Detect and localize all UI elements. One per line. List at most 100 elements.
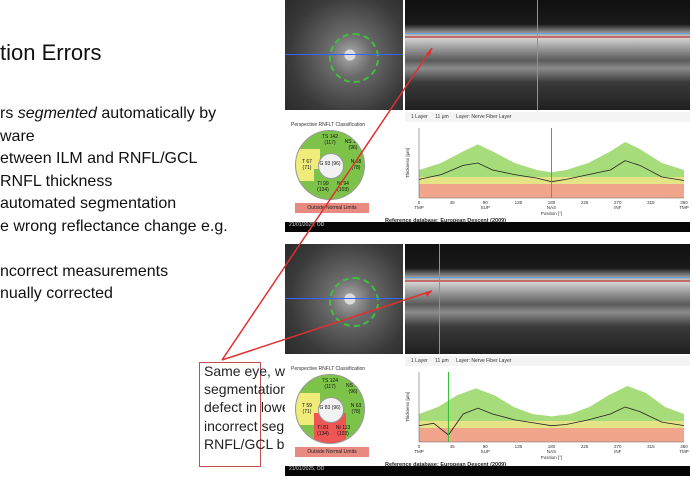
sector-value-ni: NI 113 (103) — [335, 425, 351, 437]
ilm-line — [405, 277, 690, 278]
x-tick-label: 135 — [515, 200, 523, 205]
x-tick-label: 180 — [548, 200, 556, 205]
footer-date: 21/01/2025, OD — [289, 222, 325, 228]
abnormal-band — [419, 428, 684, 442]
sector-value-ts: TS 124 (117) — [321, 378, 339, 390]
bullet-line: nually corrected — [0, 285, 113, 302]
sector-value-g: G 93 (96) — [319, 161, 341, 167]
x-tick-label: TMP — [679, 205, 689, 210]
fundus-image — [285, 244, 403, 354]
x-tick-label: 360 — [680, 444, 688, 449]
y-axis-label: Thickness [μm] — [405, 148, 410, 178]
x-tick-label: INF — [614, 449, 622, 454]
bscan-image — [405, 244, 690, 354]
x-tick-label: TMP — [679, 449, 689, 454]
x-tick-label: 0 — [418, 444, 421, 449]
slide-title: tion Errors — [0, 40, 102, 65]
sector-value-ti: TI 81 (134) — [317, 425, 329, 437]
classification-label: Perspective RNFLT Classification — [291, 122, 366, 128]
sector-value-g: G 83 (96) — [319, 405, 341, 411]
footer-bar: 21/01/2025, OD — [285, 222, 690, 232]
sector-value-ti: TI 99 (134) — [317, 181, 329, 193]
scan-line — [285, 298, 403, 299]
x-tick-label: 315 — [647, 444, 655, 449]
x-tick-label: 0 — [418, 200, 421, 205]
x-tick-label: INF — [614, 205, 622, 210]
sector-chart: TS 124 (117) NS 98 (96) T 59 (71) N 63 (… — [295, 374, 365, 444]
x-tick-label: 45 — [450, 444, 456, 449]
sector-global — [318, 397, 344, 423]
footer-bar: 21/01/2025, OD — [285, 466, 690, 476]
bullet-line: etween ILM and RNFL/GCL — [0, 150, 198, 167]
layer-count[interactable]: 1 Layer — [411, 114, 428, 120]
sector-value-t: T 67 (71) — [302, 159, 312, 171]
bscan-image — [405, 0, 690, 110]
sector-value-t: T 59 (71) — [302, 403, 312, 415]
layer-select[interactable]: Layer: Nerve Fiber Layer — [456, 358, 512, 364]
arrow-lower — [221, 290, 433, 361]
arrow-upper — [221, 47, 433, 361]
position-marker[interactable] — [537, 0, 538, 110]
fundus-image — [285, 0, 403, 110]
rnfl-line — [405, 280, 690, 282]
scale-value[interactable]: 11 μm — [435, 358, 449, 364]
sector-global — [318, 153, 344, 179]
bullet-line: rs segmented automatically by — [0, 105, 217, 122]
footer-date: 21/01/2025, OD — [289, 466, 325, 472]
scale-value[interactable]: 11 μm — [435, 114, 449, 120]
bullet-line: ncorrect measurements — [0, 262, 169, 280]
x-axis-label: Position [°] — [541, 211, 563, 216]
layer-select[interactable]: Layer: Nerve Fiber Layer — [456, 114, 512, 120]
x-tick-label: SUP — [481, 205, 490, 210]
x-tick-label: NAS — [547, 449, 556, 454]
x-tick-label: 270 — [614, 444, 622, 449]
arrowhead-upper — [426, 48, 432, 56]
oct-panel-lower: 1 Layer 11 μm Layer: Nerve Fiber Layer P… — [285, 244, 690, 486]
bullet-line: RNFL thickness — [0, 172, 113, 190]
thickness-line — [418, 406, 685, 436]
scan-circle — [329, 33, 379, 83]
oct-panel-upper: 1 Layer 11 μm Layer: Nerve Fiber Layer P… — [285, 0, 690, 240]
arrowhead-lower — [425, 291, 432, 297]
bullet-line: ware — [0, 127, 35, 145]
classification-label: Perspective RNFLT Classification — [291, 366, 366, 372]
sector-value-ni: NI 94 (103) — [337, 181, 349, 193]
rnfl-line — [405, 36, 690, 38]
position-marker[interactable] — [439, 244, 440, 354]
sector-value-n: N 63 (78) — [350, 403, 362, 415]
x-tick-label: 135 — [515, 444, 523, 449]
scan-circle — [329, 277, 379, 327]
scan-line — [285, 54, 403, 55]
x-axis-label: Position [°] — [541, 455, 563, 460]
sector-value-ns: NS 108 (96) — [344, 139, 362, 151]
bullet-list: rs segmented automatically by ware etwee… — [0, 103, 286, 306]
classification-badge: Outside Normal Limits — [295, 203, 369, 213]
bullet-line: e wrong reflectance change e.g. — [0, 217, 228, 235]
x-tick-label: 270 — [614, 200, 622, 205]
toolbar: 1 Layer 11 μm Layer: Nerve Fiber Layer — [405, 356, 690, 366]
x-tick-label: 45 — [450, 200, 456, 205]
toolbar: 1 Layer 11 μm Layer: Nerve Fiber Layer — [405, 112, 690, 122]
y-axis-label: Thickness [μm] — [405, 392, 410, 422]
x-tick-label: 225 — [581, 200, 589, 205]
x-tick-label: 90 — [483, 200, 489, 205]
x-tick-label: TMP — [414, 449, 424, 454]
x-tick-label: TMP — [414, 205, 424, 210]
x-tick-label: 360 — [680, 200, 688, 205]
classification-badge: Outside Normal Limits — [295, 447, 369, 457]
x-tick-label: NAS — [547, 205, 556, 210]
borderline-band — [419, 421, 684, 428]
x-tick-label: 90 — [483, 444, 489, 449]
x-tick-label: 180 — [548, 444, 556, 449]
layer-count[interactable]: 1 Layer — [411, 358, 428, 364]
bullet-line: automated segmentation — [0, 195, 177, 212]
reference-database: Reference database: European Descent (20… — [385, 462, 507, 468]
callout-box — [199, 362, 261, 467]
x-tick-label: 315 — [647, 200, 655, 205]
x-tick-label: SUP — [481, 449, 490, 454]
reference-database: Reference database: European Descent (20… — [385, 218, 507, 224]
ilm-line — [405, 33, 690, 34]
